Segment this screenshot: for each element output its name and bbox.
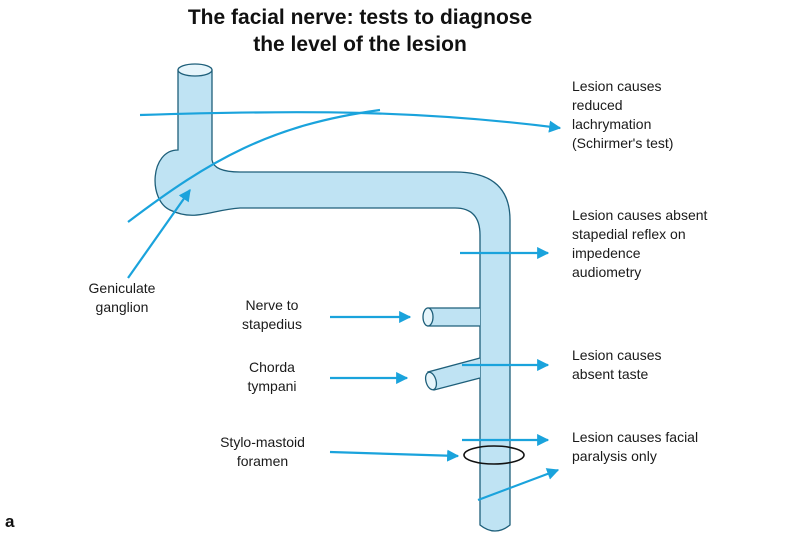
label-stapedial-reflex: Lesion causes absent stapedial reflex on… [572,206,707,282]
label-nerve-to-stapedius: Nerve to stapedius [222,296,322,334]
label-facial-paralysis: Lesion causes facial paralysis only [572,428,698,466]
nerve-to-stapedius-end [423,308,433,326]
label-chorda-tympani: Chorda tympani [222,358,322,396]
arrow-stylo-mastoid [330,452,458,456]
label-geniculate-ganglion: Geniculate ganglion [72,279,172,317]
panel-letter: a [5,512,14,532]
diagram-title: The facial nerve: tests to diagnose the … [150,4,570,58]
label-stylo-mastoid-foramen: Stylo-mastoid foramen [200,433,325,471]
title-line-2: the level of the lesion [150,31,570,58]
nerve-top-opening [178,64,212,76]
label-schirmer-test: Lesion causes reduced lachrymation (Schi… [572,77,673,153]
label-absent-taste: Lesion causes absent taste [572,346,662,384]
arrow-geniculate [128,190,190,278]
title-line-1: The facial nerve: tests to diagnose [150,4,570,31]
nerve-to-stapedius-branch [428,308,480,326]
